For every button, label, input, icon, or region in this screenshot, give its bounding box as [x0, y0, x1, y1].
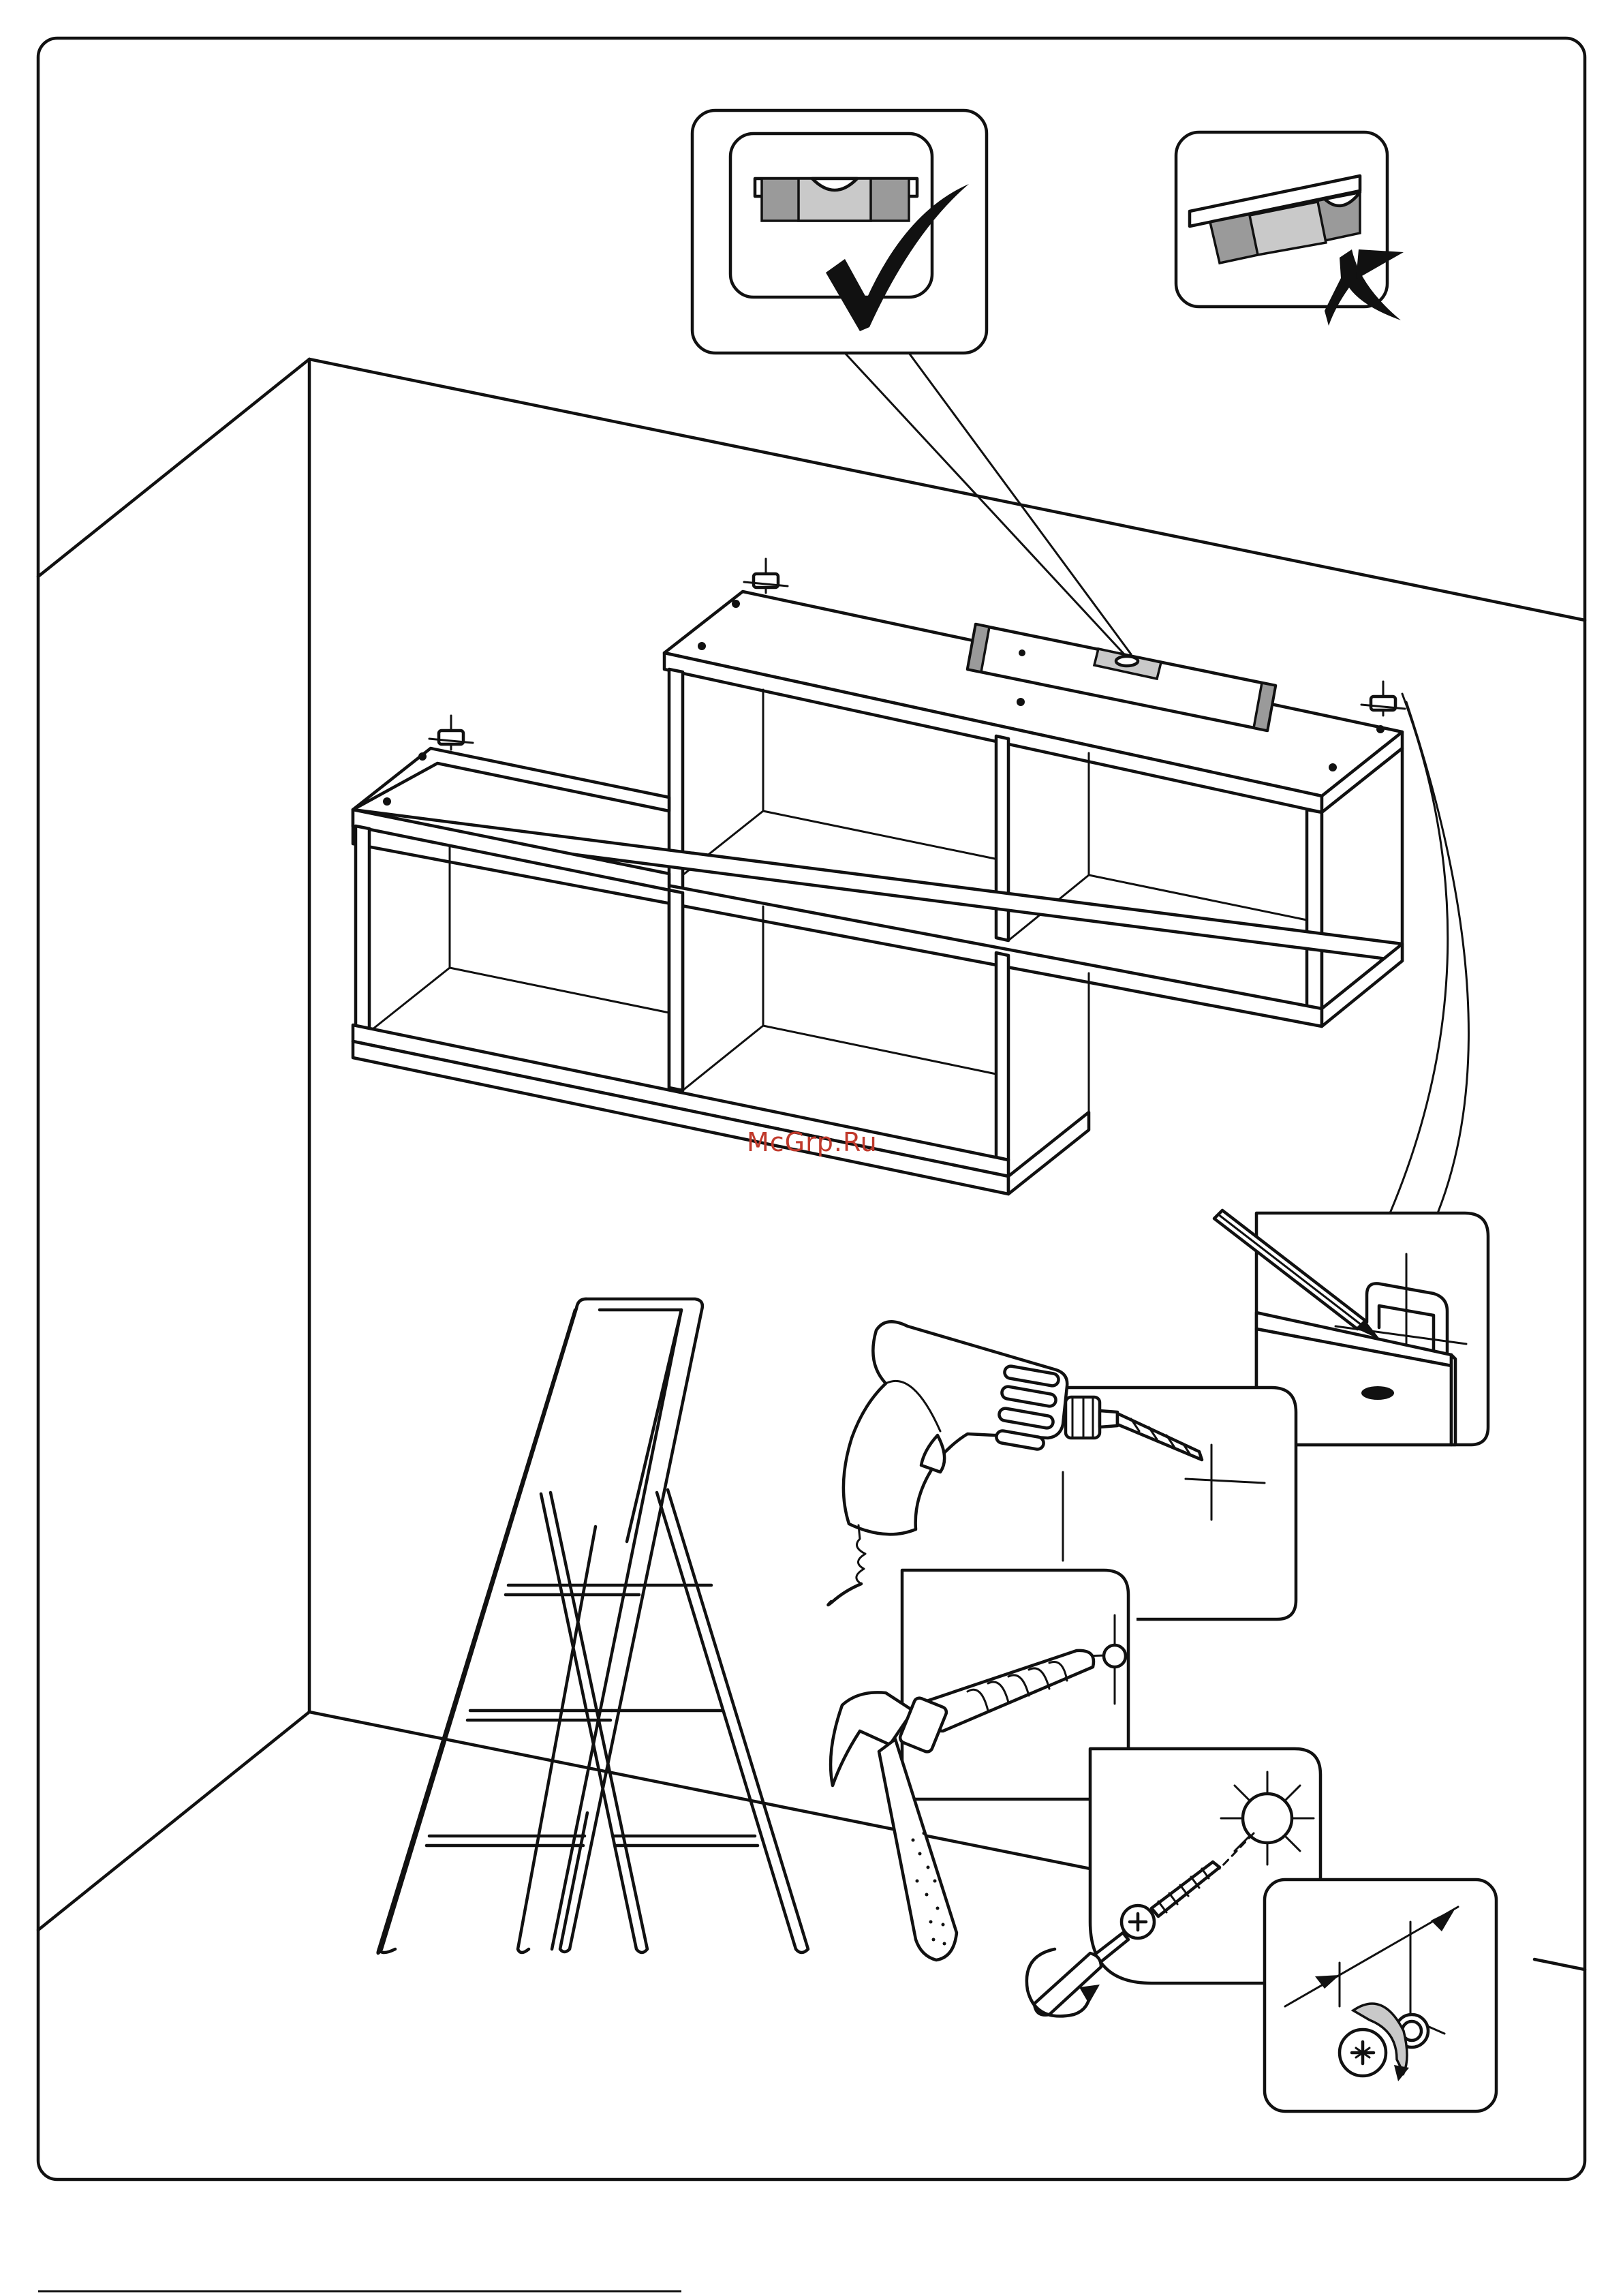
room-walls: [38, 359, 1585, 1970]
watermark-text: McGrp.Ru: [747, 1127, 878, 1157]
step-ladder-icon: [378, 1299, 808, 1953]
hammer-icon: [831, 1692, 957, 1960]
level-incorrect-callout: [1176, 132, 1404, 326]
adjust-bracket-callout: [1265, 1880, 1496, 2111]
dowel-callout: [831, 1570, 1128, 1960]
page-frame: [38, 38, 1585, 2179]
